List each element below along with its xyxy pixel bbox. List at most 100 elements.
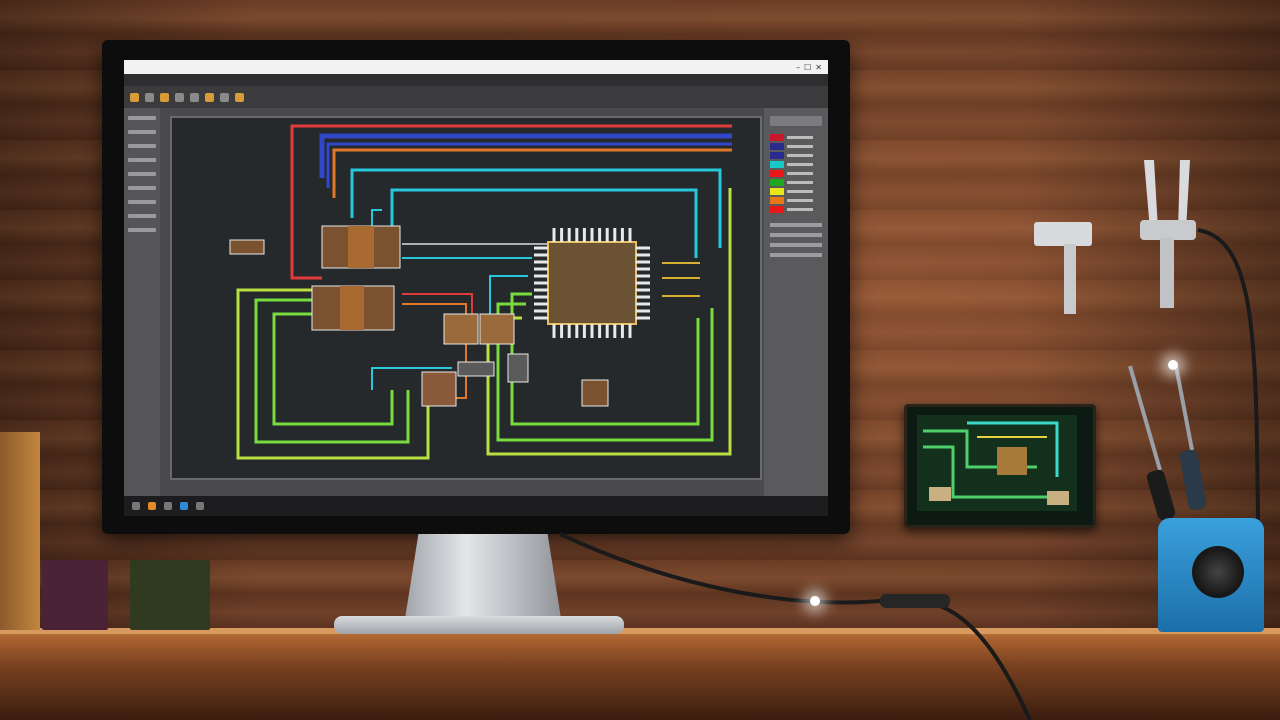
mcu-pin	[628, 228, 632, 242]
mcu-pin	[582, 228, 586, 242]
mcu-pin	[575, 228, 579, 242]
mcu-pin	[636, 274, 650, 278]
mcu-pin	[534, 260, 548, 264]
mcu-pin	[636, 309, 650, 313]
mcu-pin	[582, 324, 586, 338]
resistor-r1	[229, 239, 265, 255]
layer-row[interactable]	[770, 161, 822, 168]
drc-icon[interactable]	[220, 92, 229, 102]
layer-name	[787, 136, 813, 139]
layer-row[interactable]	[770, 134, 822, 141]
connector-j1	[581, 379, 609, 407]
select-icon[interactable]	[130, 92, 139, 102]
palette-row[interactable]	[128, 144, 156, 148]
mcu-pin	[590, 324, 594, 338]
trace-cyan-2	[390, 188, 698, 258]
palette-row[interactable]	[128, 130, 156, 134]
maximize-button[interactable]: ☐	[804, 62, 812, 72]
minimize-button[interactable]: –	[796, 62, 801, 72]
via-icon[interactable]	[160, 92, 169, 102]
zoom-icon[interactable]	[175, 92, 184, 102]
layer-name	[787, 208, 813, 211]
trace-blue	[319, 133, 732, 178]
printed-circuit-board	[904, 404, 1096, 528]
mcu-pin	[590, 228, 594, 242]
monitor-stand-neck	[404, 534, 562, 620]
mcu-pin	[534, 281, 548, 285]
close-button[interactable]: ✕	[815, 62, 822, 72]
soldering-station	[1158, 518, 1264, 632]
layer-row[interactable]	[770, 179, 822, 186]
trace-red	[290, 124, 732, 228]
layer-row[interactable]	[770, 197, 822, 204]
light-reflection	[1168, 360, 1178, 370]
mcu-pin	[636, 267, 650, 271]
palette-row[interactable]	[128, 158, 156, 162]
save-icon[interactable]	[235, 92, 244, 102]
palette-row[interactable]	[128, 200, 156, 204]
window-controls: – ☐ ✕	[796, 63, 828, 72]
trace-red-left	[290, 228, 322, 280]
mcu-chip	[547, 241, 637, 325]
palette-row[interactable]	[128, 186, 156, 190]
mcu-pin	[552, 324, 556, 338]
mcu-pin	[620, 324, 624, 338]
layer-row[interactable]	[770, 143, 822, 150]
trace-cyan-mid-2	[489, 275, 528, 314]
layer-color-swatch	[770, 206, 784, 213]
mcu-pin	[636, 260, 650, 264]
mcu-pin	[534, 253, 548, 257]
layer-color-swatch	[770, 188, 784, 195]
route-icon[interactable]	[145, 92, 154, 102]
layer-icon[interactable]	[205, 92, 214, 102]
layer-row[interactable]	[770, 170, 822, 177]
soldering-iron-icon	[1128, 365, 1207, 521]
palette-row[interactable]	[128, 172, 156, 176]
layer-color-swatch	[770, 179, 784, 186]
mcu-pin	[534, 267, 548, 271]
mcu-pin	[534, 288, 548, 292]
layer-row[interactable]	[770, 152, 822, 159]
temperature-knob	[1192, 546, 1244, 598]
property-row[interactable]	[770, 243, 822, 247]
component-small-1	[457, 361, 495, 377]
grid-icon[interactable]	[190, 92, 199, 102]
layer-name	[787, 190, 813, 193]
mcu-pin	[560, 324, 564, 338]
tool-palette	[124, 108, 160, 496]
app-icon[interactable]	[148, 502, 156, 510]
palette-row[interactable]	[128, 228, 156, 232]
property-row[interactable]	[770, 253, 822, 257]
trace-orange-mid	[402, 303, 467, 399]
trace-green-right-2	[496, 302, 714, 442]
mcu-pin	[598, 324, 602, 338]
property-row[interactable]	[770, 223, 822, 227]
browser-icon[interactable]	[180, 502, 188, 510]
mcu-pin	[613, 228, 617, 242]
layer-row[interactable]	[770, 206, 822, 213]
tool-holder-block	[0, 432, 40, 630]
layer-list	[770, 134, 822, 213]
property-row[interactable]	[770, 233, 822, 237]
layer-name	[787, 163, 813, 166]
pcb-design-canvas[interactable]	[170, 116, 762, 480]
mcu-pin	[636, 288, 650, 292]
mcu-pin	[636, 281, 650, 285]
layer-row[interactable]	[770, 188, 822, 195]
layer-name	[787, 172, 813, 175]
app-icon[interactable]	[164, 502, 172, 510]
window-titlebar: – ☐ ✕	[124, 60, 828, 74]
layer-name	[787, 154, 813, 157]
palette-row[interactable]	[128, 116, 156, 120]
trace-green-2	[254, 298, 410, 444]
cable	[1197, 228, 1260, 521]
mcu-pin	[613, 324, 617, 338]
mcu-pin	[534, 274, 548, 278]
app-icon[interactable]	[196, 502, 204, 510]
storage-box-purple	[42, 560, 108, 630]
trace-green-3	[272, 312, 394, 426]
palette-row[interactable]	[128, 214, 156, 218]
layer-name	[787, 181, 813, 184]
start-icon[interactable]	[132, 502, 140, 510]
mcu-pin	[552, 228, 556, 242]
